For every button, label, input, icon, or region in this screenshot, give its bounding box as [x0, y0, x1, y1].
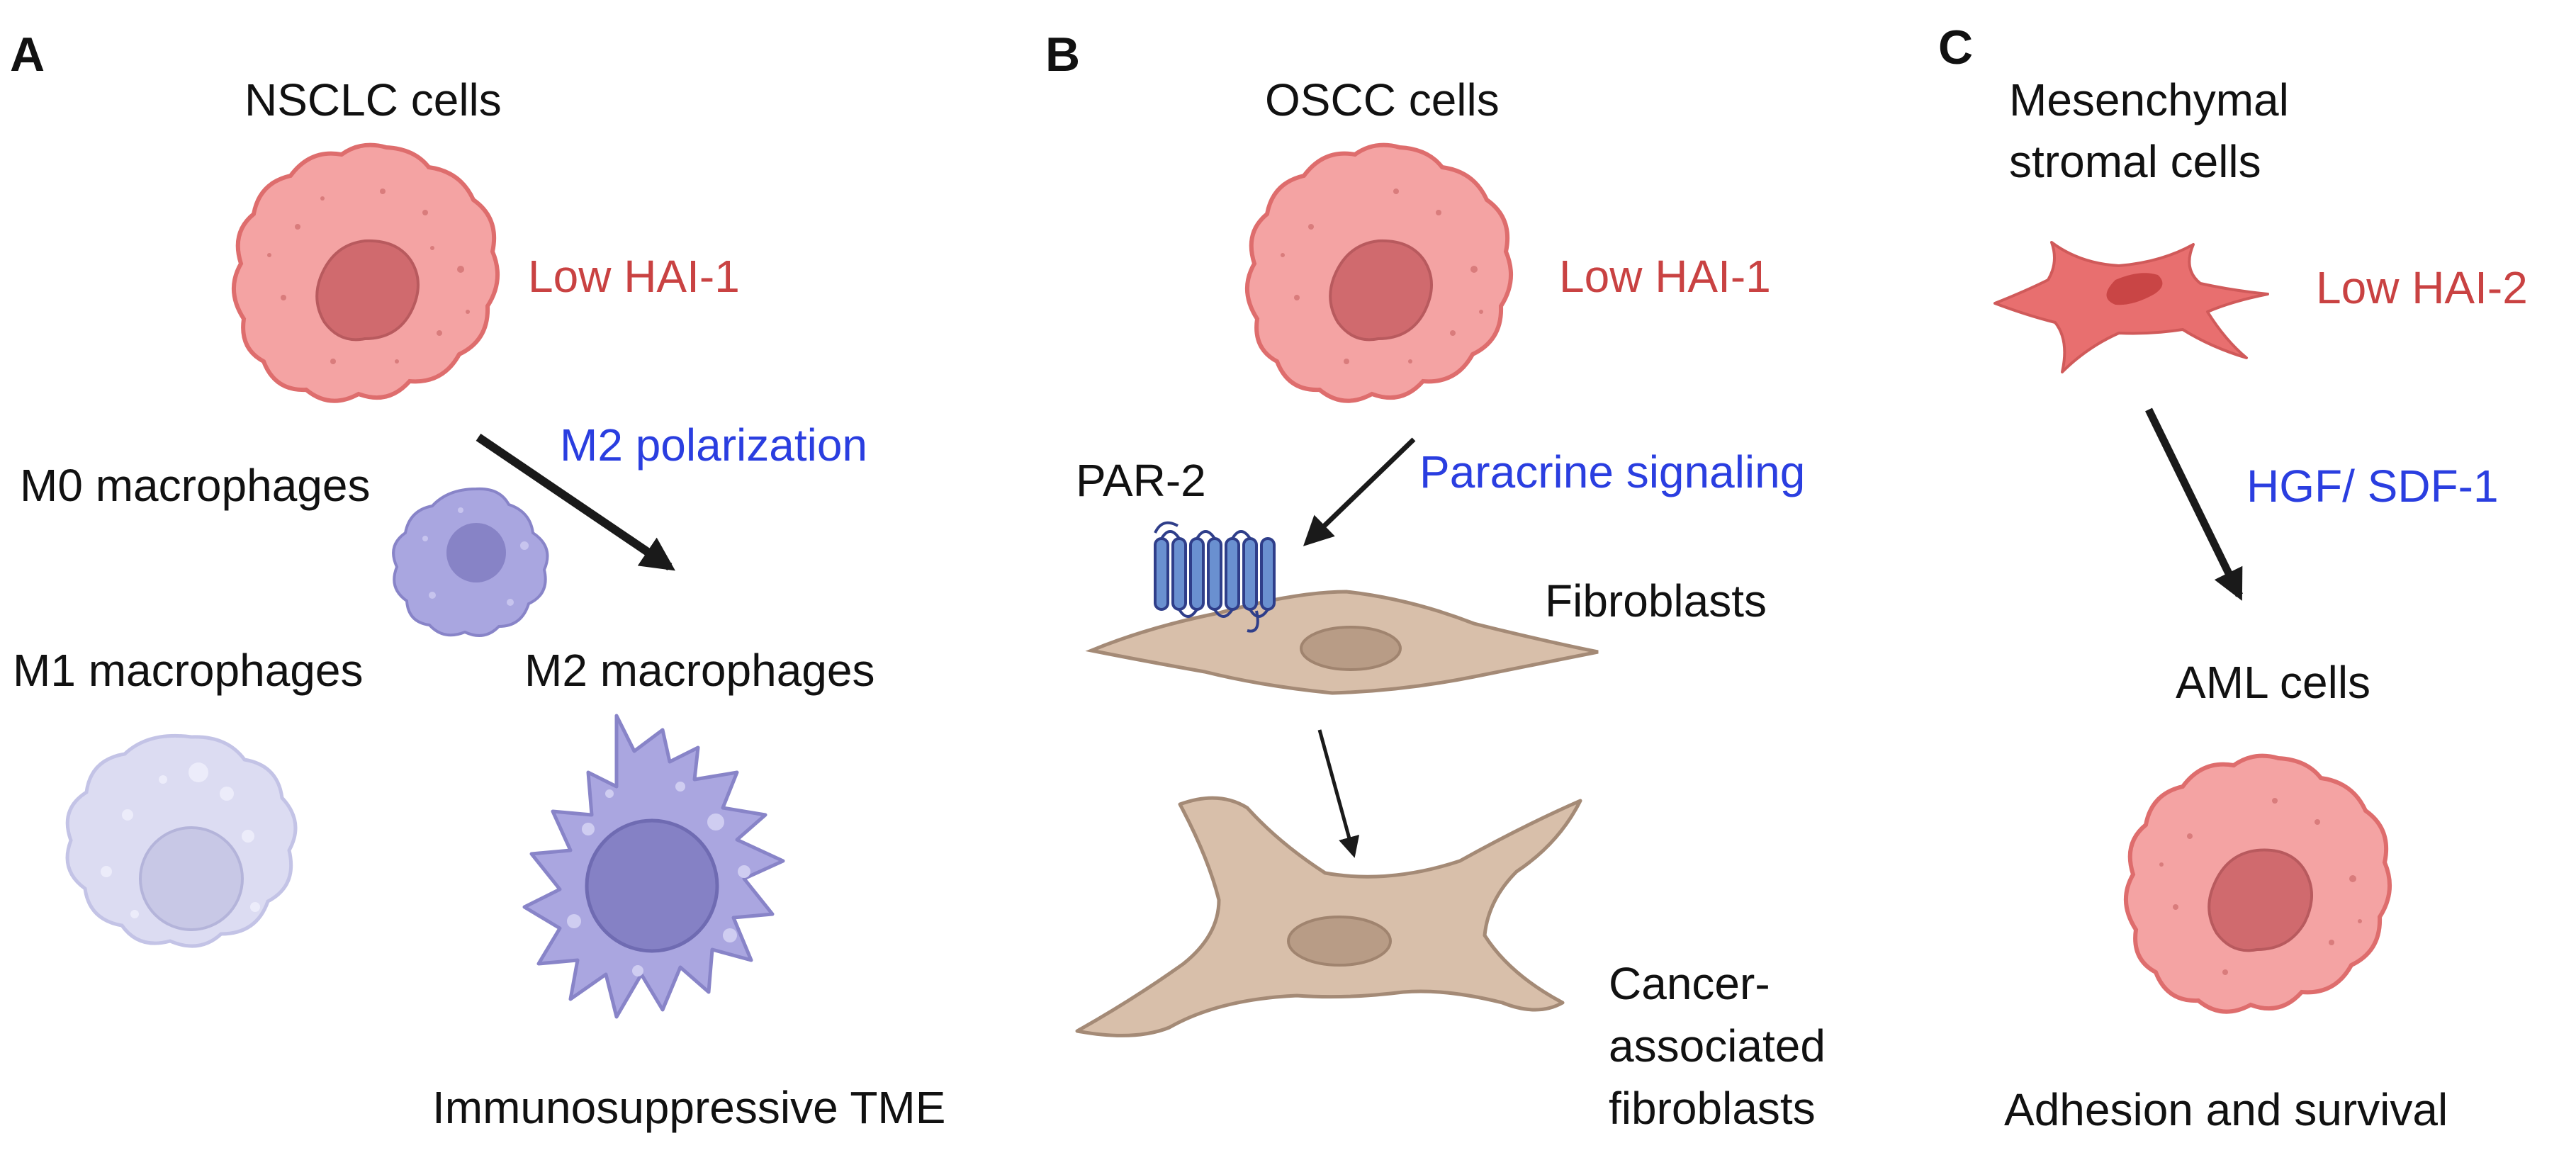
fibroblasts-label: Fibroblasts [1545, 575, 1767, 626]
immunosuppressive-tme-label: Immunosuppressive TME [432, 1082, 945, 1133]
panel-c: C Mesenchymal stromal cells Low HAI-2 HG… [1938, 21, 2528, 1135]
par2-label: PAR-2 [1076, 455, 1206, 506]
panel-b: B OSCC cells Low HAI-1 Paracrine signali… [1045, 28, 1826, 1134]
m1-macrophages-label: M1 macrophages [13, 645, 363, 696]
oscc-cells-label: OSCC cells [1265, 74, 1500, 125]
cancer-associated-fibroblast-icon [1075, 796, 1582, 1037]
m2-macrophage-icon [522, 714, 785, 1019]
oscc-tumor-cell-icon [1245, 142, 1514, 403]
m2-polarization-label: M2 polarization [560, 419, 867, 471]
panel-a: A NSCLC cells Low HAI-1 M2 polarization … [10, 28, 945, 1133]
aml-tumor-cell-icon [2124, 753, 2392, 1014]
caf-label-line3: fibroblasts [1609, 1083, 1816, 1134]
m1-macrophage-icon [65, 733, 298, 948]
nsclc-low-hai1-label: Low HAI-1 [528, 251, 740, 302]
hgf-sdf-label: HGF/ SDF-1 [2246, 461, 2499, 512]
m0-macrophages-label: M0 macrophages [20, 460, 370, 511]
aml-cells-label: AML cells [2176, 657, 2370, 708]
hgf-sdf-arrow [2145, 407, 2243, 601]
oscc-low-hai1-label: Low HAI-1 [1559, 251, 1771, 302]
msc-low-hai2-label: Low HAI-2 [2316, 262, 2528, 313]
caf-label-line1: Cancer- [1609, 958, 1770, 1009]
nsclc-tumor-cell-icon [232, 142, 500, 403]
mesenchymal-stromal-cell-icon [1993, 241, 2269, 373]
panel-c-letter: C [1938, 21, 1973, 74]
paracrine-arrow [1303, 437, 1416, 546]
nsclc-cells-label: NSCLC cells [244, 74, 502, 125]
msc-label-line2: stromal cells [2009, 136, 2261, 187]
m2-polarization-arrow [476, 434, 675, 571]
activation-arrow [1317, 729, 1360, 858]
m0-macrophage-icon [392, 487, 549, 637]
par2-receptor-icon [1154, 521, 1276, 633]
msc-label-line1: Mesenchymal [2009, 74, 2289, 125]
paracrine-signaling-label: Paracrine signaling [1419, 446, 1805, 497]
adhesion-survival-label: Adhesion and survival [2004, 1084, 2448, 1135]
caf-label-line2: associated [1609, 1020, 1826, 1071]
panel-a-letter: A [10, 28, 45, 81]
panel-b-letter: B [1045, 28, 1080, 81]
m2-macrophages-label: M2 macrophages [524, 645, 874, 696]
